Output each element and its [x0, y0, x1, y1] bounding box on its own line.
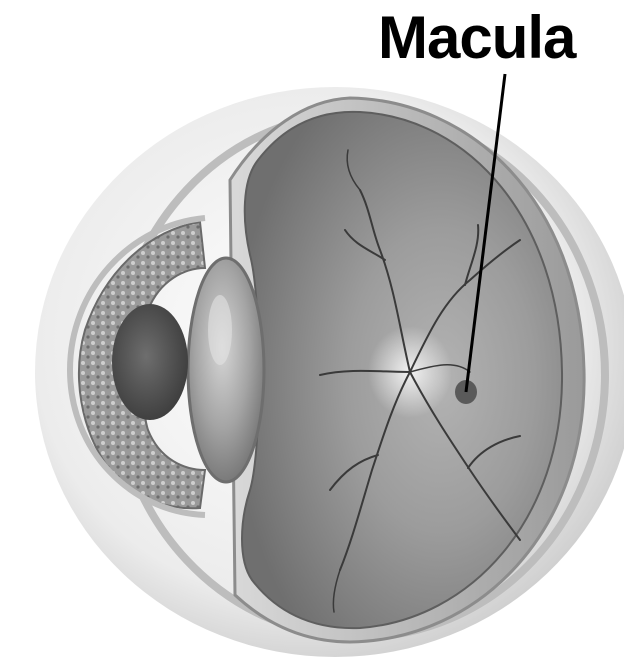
macula-label: Macula: [378, 8, 575, 68]
lens: [188, 258, 264, 482]
pupil: [112, 304, 188, 420]
lens-highlight: [208, 295, 232, 365]
